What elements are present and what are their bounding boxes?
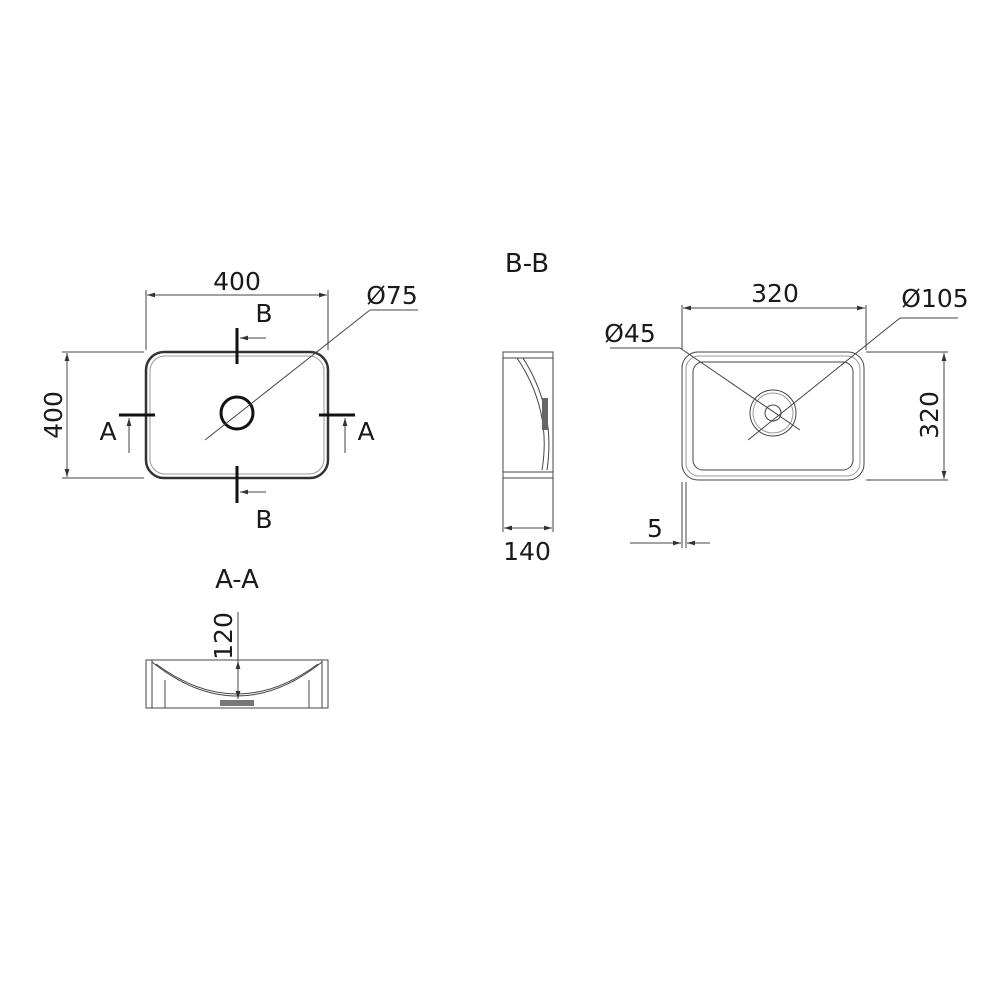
drain-diameter-label: Ø75 [366, 281, 418, 310]
offset-dimension-label: 5 [647, 514, 663, 543]
section-bb-title: B-B [505, 249, 549, 279]
section-aa-depth-label: 120 [209, 612, 238, 660]
section-aa-title: A-A [215, 565, 259, 595]
drain-leader-line [204, 309, 371, 441]
section-bb-view: B-B 140 [502, 249, 554, 566]
outer-drain-ring [749, 389, 797, 437]
section-aa-view: A-A 120 [145, 565, 329, 709]
section-a-right-label: A [357, 417, 374, 446]
width-dimension-label: 400 [213, 267, 261, 296]
outer-diameter-label: Ø105 [901, 284, 968, 313]
section-bb-depth-label: 140 [503, 537, 551, 566]
base-outline [681, 351, 865, 481]
bottom-width-dimension-label: 320 [751, 279, 799, 308]
section-a-left-label: A [99, 417, 116, 446]
bottom-view: 320 320 Ø105 Ø45 5 [604, 279, 969, 548]
bottom-height-dimension-label: 320 [915, 391, 944, 439]
section-b-top-label: B [255, 299, 272, 328]
top-view: 400 400 Ø75 B B A A [39, 267, 418, 534]
drain-hole [219, 395, 255, 431]
inner-diameter-label: Ø45 [604, 319, 656, 348]
section-b-bottom-label: B [255, 505, 272, 534]
height-dimension-label: 400 [39, 391, 68, 439]
